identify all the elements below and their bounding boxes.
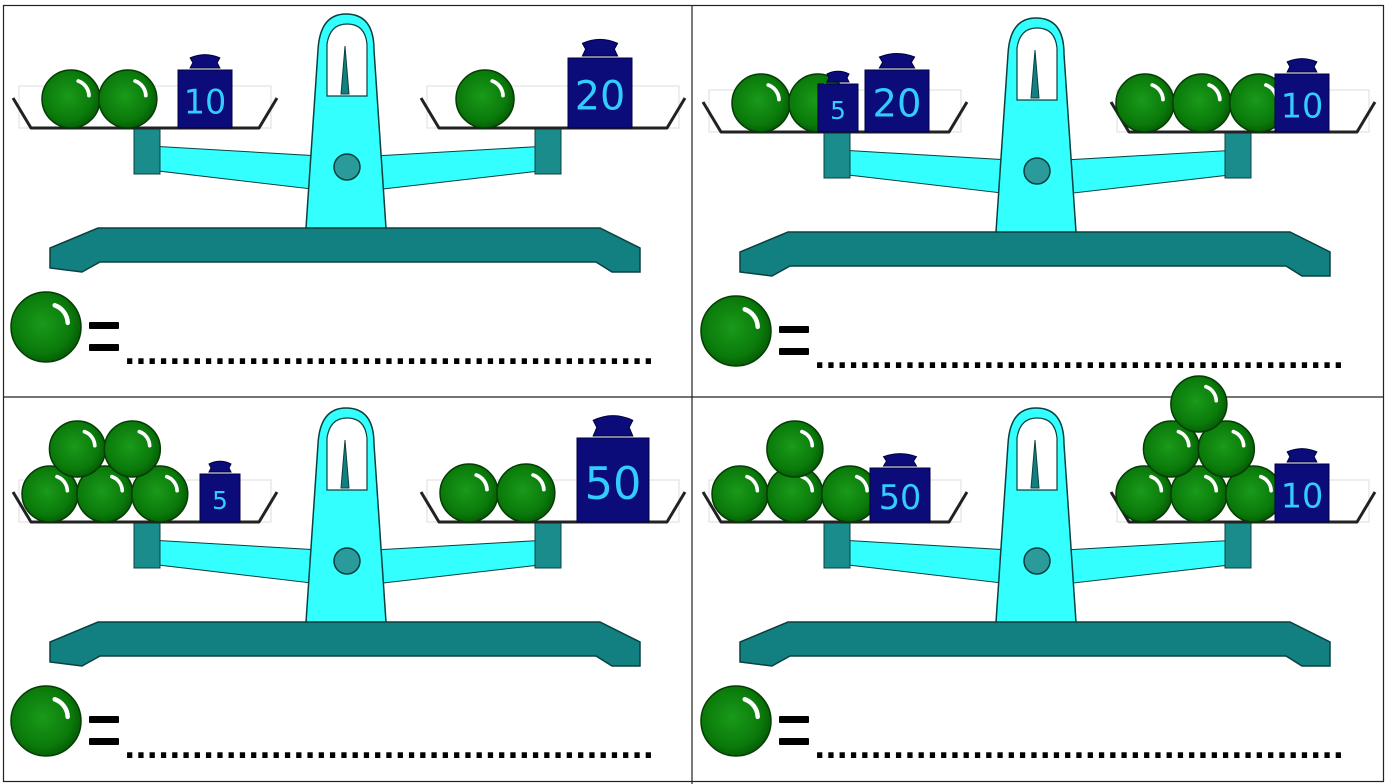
weight-block: 10 bbox=[1274, 448, 1330, 523]
pivot bbox=[333, 547, 361, 575]
left-block bbox=[823, 521, 851, 569]
weight-label: 50 bbox=[879, 478, 922, 517]
balance-puzzle: 5 20 10...................................… bbox=[700, 17, 1377, 376]
green-ball-icon bbox=[41, 69, 101, 129]
pivot bbox=[1023, 157, 1051, 185]
answer-row: ........................................… bbox=[700, 685, 1344, 766]
answer-line: ........................................… bbox=[814, 341, 1344, 376]
weight-label: 20 bbox=[575, 74, 625, 120]
green-ball-icon bbox=[1115, 465, 1173, 523]
left-arm bbox=[839, 149, 1011, 195]
left-arm bbox=[149, 539, 321, 585]
pan bbox=[11, 491, 279, 524]
green-ball-icon bbox=[1197, 420, 1256, 478]
left-block bbox=[823, 131, 851, 179]
weight-label: 50 bbox=[585, 458, 642, 510]
outer-border bbox=[2, 4, 1385, 783]
weight-label: 5 bbox=[830, 96, 846, 125]
green-ball-icon bbox=[131, 465, 189, 523]
left-block bbox=[133, 521, 161, 569]
green-ball-icon bbox=[821, 465, 879, 523]
weight-label: 10 bbox=[1281, 86, 1324, 125]
right-arm bbox=[1064, 149, 1239, 195]
green-ball-icon bbox=[766, 420, 824, 478]
scale-base bbox=[739, 621, 1331, 667]
equals-sign-icon bbox=[89, 322, 119, 351]
right-arm bbox=[374, 539, 549, 585]
green-ball-icon bbox=[700, 685, 772, 757]
green-ball-icon bbox=[711, 465, 769, 523]
needle bbox=[340, 45, 350, 95]
right-block bbox=[1224, 521, 1252, 569]
needle-window bbox=[326, 417, 368, 491]
weight-block: 10 bbox=[1274, 58, 1330, 133]
weight-block: 5 bbox=[199, 460, 241, 523]
green-ball-icon bbox=[1170, 465, 1228, 523]
pivot bbox=[333, 153, 361, 181]
left-arm bbox=[149, 145, 321, 191]
equals-sign-icon bbox=[779, 716, 809, 745]
pan bbox=[11, 97, 279, 130]
answer-row: ........................................… bbox=[10, 291, 654, 372]
scale-base bbox=[49, 621, 641, 667]
green-ball-icon bbox=[1225, 465, 1283, 523]
pivot bbox=[1023, 547, 1051, 575]
scale-base bbox=[49, 227, 641, 273]
green-ball-icon bbox=[731, 73, 791, 133]
balance-puzzle: 50 10....................................… bbox=[700, 375, 1377, 766]
answer-line: ........................................… bbox=[124, 731, 654, 766]
answer-row: ........................................… bbox=[700, 295, 1344, 376]
weight-block: 10 bbox=[177, 54, 233, 129]
equals-sign-icon bbox=[89, 716, 119, 745]
weight-block: 20 bbox=[864, 53, 930, 133]
needle bbox=[1030, 439, 1040, 489]
green-ball-icon bbox=[1115, 73, 1175, 133]
right-block bbox=[534, 127, 562, 175]
needle-window bbox=[326, 23, 368, 97]
answer-line: ........................................… bbox=[124, 337, 654, 372]
green-ball-icon bbox=[496, 463, 556, 523]
left-arm bbox=[839, 539, 1011, 585]
weight-label: 10 bbox=[1281, 476, 1324, 515]
equals-sign-icon bbox=[779, 326, 809, 355]
worksheet-grid bbox=[2, 4, 1385, 784]
green-ball-icon bbox=[98, 69, 158, 129]
weight-label: 5 bbox=[212, 486, 228, 515]
scale-base bbox=[739, 231, 1331, 277]
pan bbox=[419, 97, 687, 130]
weight-block: 50 bbox=[576, 415, 650, 523]
answer-row: ........................................… bbox=[10, 685, 654, 766]
needle bbox=[340, 439, 350, 489]
weight-label: 10 bbox=[184, 82, 227, 121]
green-ball-icon bbox=[1172, 73, 1232, 133]
left-block bbox=[133, 127, 161, 175]
green-ball-icon bbox=[1170, 375, 1228, 433]
green-ball-icon bbox=[103, 420, 162, 478]
green-ball-icon bbox=[48, 420, 107, 478]
right-arm bbox=[374, 145, 549, 191]
answer-line: ........................................… bbox=[814, 731, 1344, 766]
pan bbox=[419, 491, 687, 524]
needle-window bbox=[1016, 27, 1058, 101]
weight-block: 50 bbox=[869, 453, 931, 523]
right-block bbox=[1224, 131, 1252, 179]
right-block bbox=[534, 521, 562, 569]
weight-block: 20 bbox=[567, 38, 633, 129]
green-ball-icon bbox=[439, 463, 499, 523]
needle bbox=[1030, 49, 1040, 99]
green-ball-icon bbox=[1142, 420, 1201, 478]
green-ball-icon bbox=[10, 291, 82, 363]
balance-puzzle: 5 50.....................................… bbox=[10, 407, 687, 766]
right-arm bbox=[1064, 539, 1239, 585]
green-ball-icon bbox=[10, 685, 82, 757]
green-ball-icon bbox=[700, 295, 772, 367]
weight-label: 20 bbox=[873, 82, 922, 127]
needle-window bbox=[1016, 417, 1058, 491]
pan bbox=[701, 491, 969, 524]
weight-block: 5 bbox=[817, 70, 859, 133]
balance-puzzle: 10 20....................................… bbox=[10, 13, 687, 372]
green-ball-icon bbox=[455, 69, 515, 129]
